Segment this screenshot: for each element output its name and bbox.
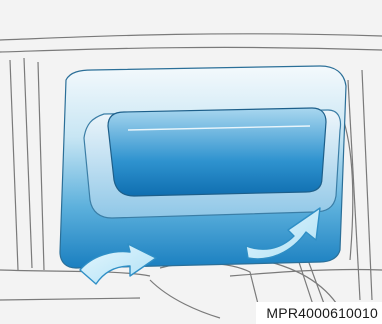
figure-code: MPR4000610010 [256,302,382,324]
glove-box-opening [108,108,326,196]
